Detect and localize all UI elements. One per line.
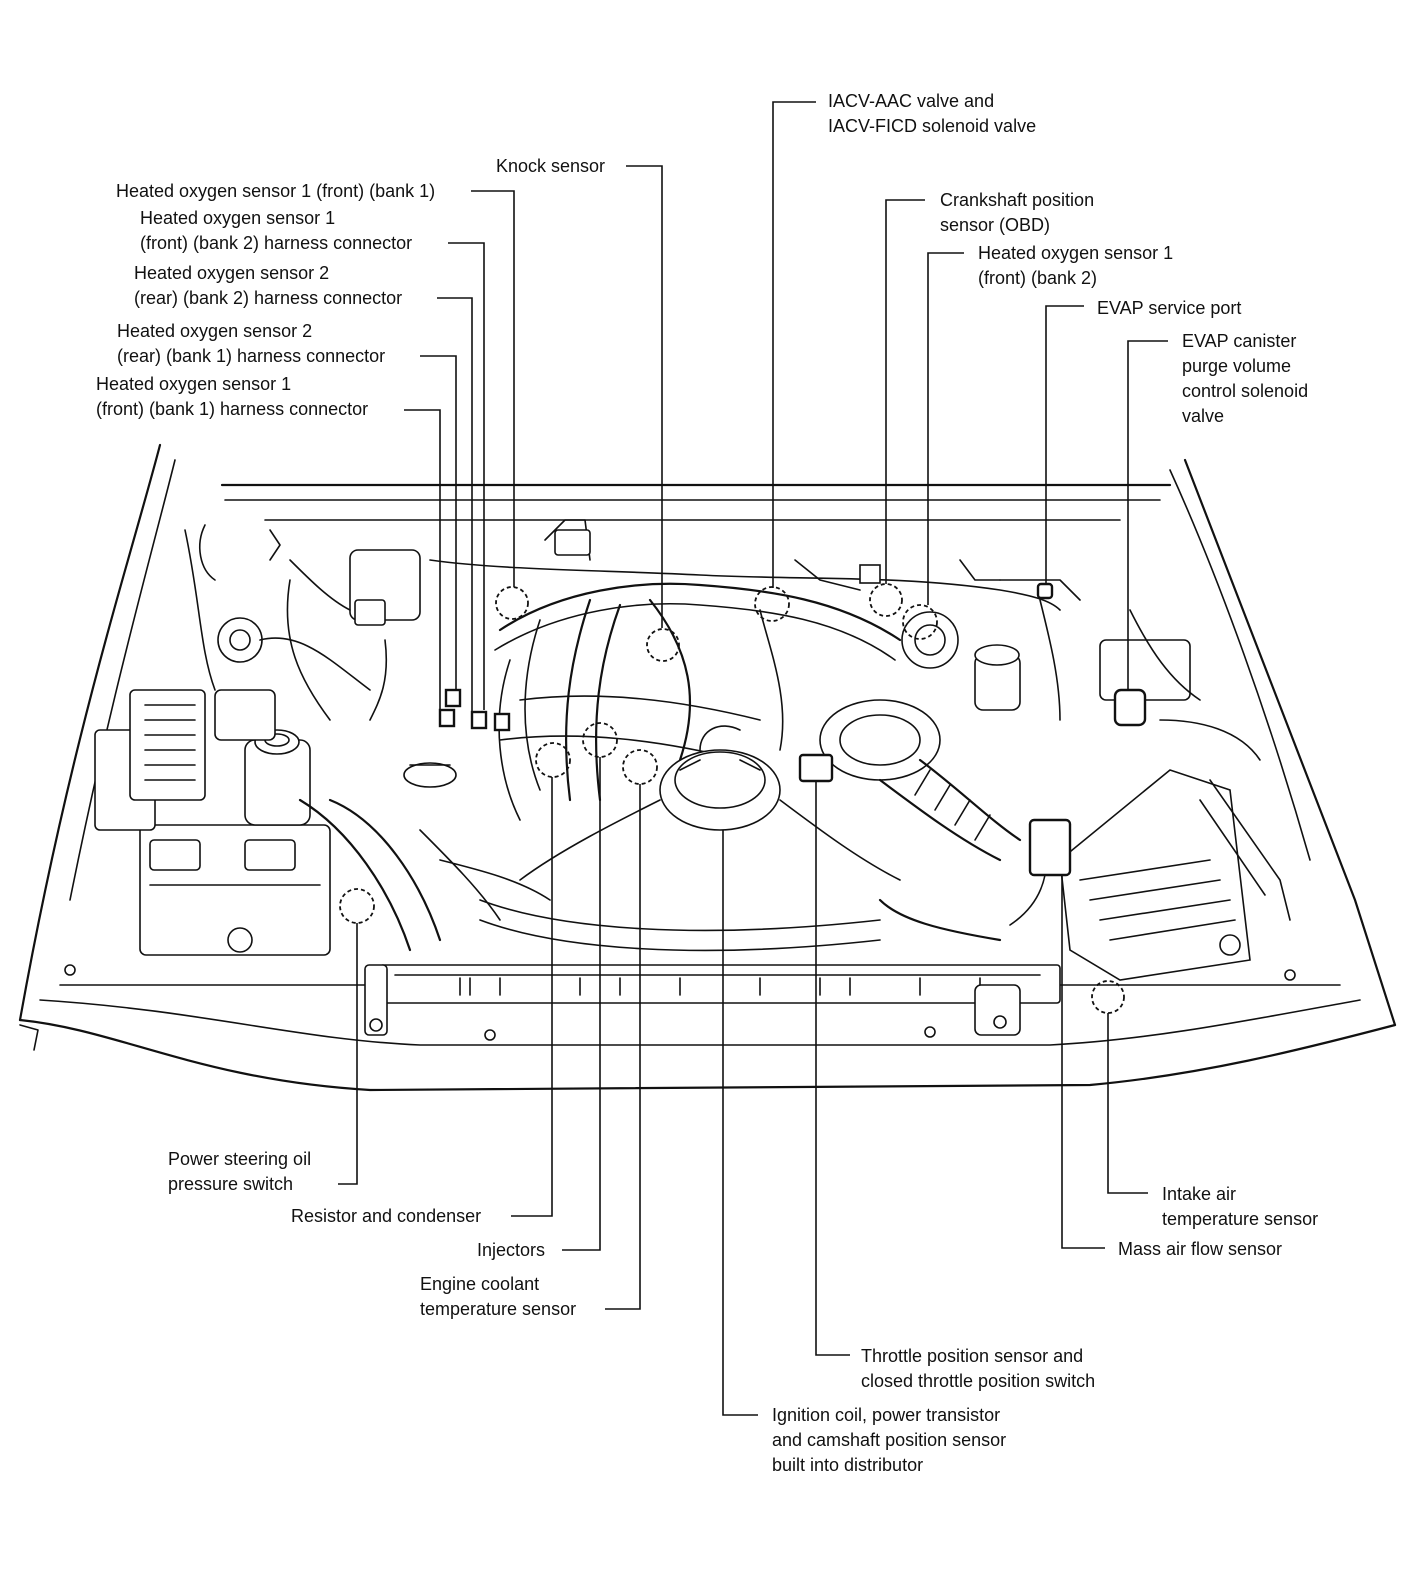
ho2s2-bank2-connector-label-line2: (rear) (bank 2) harness connector (134, 288, 402, 308)
injectors-label: Injectors (477, 1240, 545, 1260)
resistor-condenser-label-line1: Resistor and condenser (291, 1206, 481, 1226)
throttle-sensor-label-line1: Throttle position sensor and (861, 1346, 1083, 1366)
intake-air-temp-label: Intake air temperature sensor (1162, 1184, 1318, 1229)
power-steering-switch-label-line1: Power steering oil (168, 1149, 311, 1169)
evap-canister-label-line4: valve (1182, 406, 1224, 426)
crankshaft-sensor-label-line2: sensor (OBD) (940, 215, 1050, 235)
evap-canister-label-line1: EVAP canister (1182, 331, 1296, 351)
ignition-coil-label: Ignition coil, power transistor and cams… (772, 1405, 1011, 1475)
knock-sensor-label: Knock sensor (496, 156, 605, 176)
ho2s2-bank1-connector-label-line1: Heated oxygen sensor 2 (117, 321, 312, 341)
ho2s2-bank2-connector-label: Heated oxygen sensor 2 (rear) (bank 2) h… (134, 263, 402, 308)
engine-compartment-drawing (18, 443, 1397, 1092)
ho2s1-bank2-connector-label-line1: Heated oxygen sensor 1 (140, 208, 335, 228)
ho2s2-bank1-connector-label-line2: (rear) (bank 1) harness connector (117, 346, 385, 366)
resistor-condenser-marker (535, 742, 571, 778)
throttle-sensor-label: Throttle position sensor and closed thro… (861, 1346, 1095, 1391)
iacv-label-line2: IACV-FICD solenoid valve (828, 116, 1036, 136)
iacv-marker (754, 586, 790, 622)
intake-air-temp-label-line1: Intake air (1162, 1184, 1236, 1204)
knock-sensor-label-line1: Knock sensor (496, 156, 605, 176)
mass-air-flow-label-line1: Mass air flow sensor (1118, 1239, 1282, 1259)
power-steering-switch-label: Power steering oil pressure switch (168, 1149, 316, 1194)
iacv-label-line1: IACV-AAC valve and (828, 91, 994, 111)
ho2s1-front-bank2-label-line1: Heated oxygen sensor 1 (978, 243, 1173, 263)
throttle-sensor-label-line2: closed throttle position switch (861, 1371, 1095, 1391)
injectors-marker (582, 722, 618, 758)
ho2s1-front-bank1-label-line1: Heated oxygen sensor 1 (front) (bank 1) (116, 181, 435, 201)
ho2s1-front-bank2-label-line2: (front) (bank 2) (978, 268, 1097, 288)
evap-canister-label-line2: purge volume (1182, 356, 1291, 376)
crankshaft-sensor-label: Crankshaft position sensor (OBD) (940, 190, 1099, 235)
ho2s1-front-bank2-label: Heated oxygen sensor 1 (front) (bank 2) (978, 243, 1178, 288)
ho2s1-bank2-connector-label-line2: (front) (bank 2) harness connector (140, 233, 412, 253)
ho2s1-bank2-connector-label: Heated oxygen sensor 1 (front) (bank 2) … (140, 208, 412, 253)
coolant-sensor-label-line1: Engine coolant (420, 1274, 539, 1294)
injectors-label-line1: Injectors (477, 1240, 545, 1260)
callout-labels: IACV-AAC valve and IACV-FICD solenoid va… (96, 91, 1318, 1475)
ignition-coil-label-line2: and camshaft position sensor (772, 1430, 1006, 1450)
leader-lines (338, 101, 1168, 1416)
iacv-label: IACV-AAC valve and IACV-FICD solenoid va… (828, 91, 1036, 136)
ho2s1-bank2-marker (902, 604, 938, 640)
knock-sensor-marker (495, 586, 529, 620)
ho2s1-bank1-connector-label-line1: Heated oxygen sensor 1 (96, 374, 291, 394)
evap-canister-label: EVAP canister purge volume control solen… (1182, 331, 1313, 426)
knock-sensor-2-marker (646, 628, 680, 662)
coolant-sensor-label-line2: temperature sensor (420, 1299, 576, 1319)
ho2s1-bank1-connector-label: Heated oxygen sensor 1 (front) (bank 1) … (96, 374, 368, 419)
ho2s2-bank1-connector-label: Heated oxygen sensor 2 (rear) (bank 1) h… (117, 321, 385, 366)
ho2s2-bank2-connector-label-line1: Heated oxygen sensor 2 (134, 263, 329, 283)
mass-air-flow-label: Mass air flow sensor (1118, 1239, 1282, 1259)
crankshaft-sensor-label-line1: Crankshaft position (940, 190, 1094, 210)
ignition-coil-label-line1: Ignition coil, power transistor (772, 1405, 1000, 1425)
evap-service-port-label: EVAP service port (1097, 298, 1241, 318)
ignition-coil-label-line3: built into distributor (772, 1455, 923, 1475)
evap-canister-label-line3: control solenoid (1182, 381, 1308, 401)
crankshaft-sensor-marker (869, 583, 903, 617)
ho2s1-front-bank1-label: Heated oxygen sensor 1 (front) (bank 1) (116, 181, 435, 201)
evap-service-port-label-line1: EVAP service port (1097, 298, 1241, 318)
intake-air-temp-label-line2: temperature sensor (1162, 1209, 1318, 1229)
ho2s1-bank1-connector-label-line2: (front) (bank 1) harness connector (96, 399, 368, 419)
resistor-condenser-label: Resistor and condenser (291, 1206, 481, 1226)
power-steering-switch-label-line2: pressure switch (168, 1174, 293, 1194)
power-steering-switch-marker (339, 888, 375, 924)
coolant-sensor-marker (622, 749, 658, 785)
coolant-sensor-label: Engine coolant temperature sensor (420, 1274, 576, 1319)
